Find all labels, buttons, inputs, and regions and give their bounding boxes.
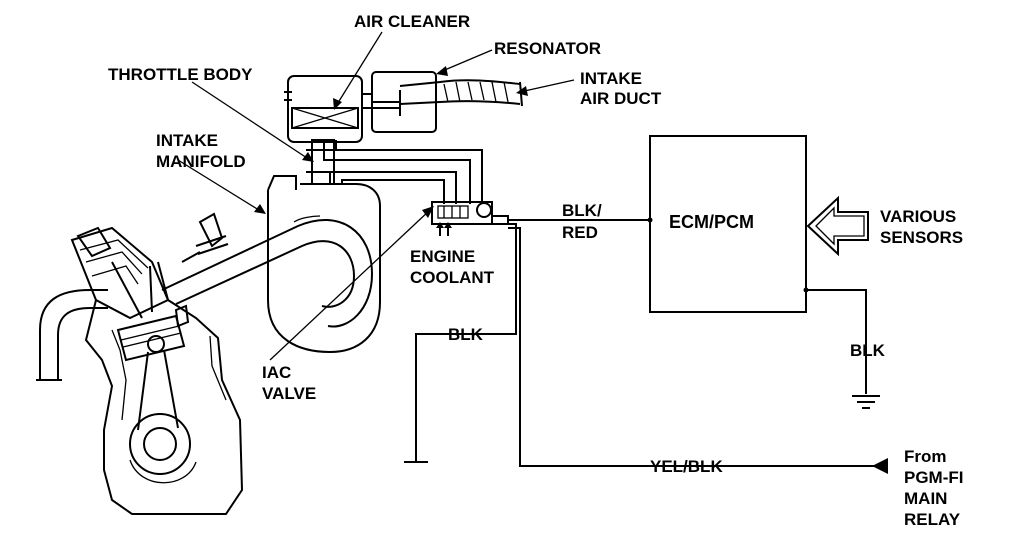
engine-coolant-label-1: ENGINE [410,247,475,266]
engine-coolant-label-2: COOLANT [410,268,495,287]
ground-symbol [852,395,880,409]
various-sensors-label-2: SENSORS [880,228,963,247]
air-cleaner-label: AIR CLEANER [354,12,470,31]
wiring [404,217,888,474]
from-relay-label-4: RELAY [904,510,961,529]
leader-lines [177,31,575,361]
intake-manifold-label-1: INTAKE [156,131,218,150]
yel-blk-wire-label: YEL/BLK [650,457,723,476]
from-relay-label-1: From [904,447,947,466]
bypass-hoses [323,140,483,204]
blk-red-wire-label-1: BLK/ [562,201,602,220]
air-cleaner [284,75,363,143]
resonator-label: RESONATOR [494,39,601,58]
fuel-injector [181,212,229,263]
blk-red-wire-label-2: RED [562,223,598,242]
throttle-body-label: THROTTLE BODY [108,65,253,84]
iac-valve-label-2: VALVE [262,384,316,403]
crankshaft [129,413,197,484]
blk-wire-label-left: BLK [448,325,484,344]
iac-valve [431,201,509,236]
piston [116,314,186,362]
sensors-input-arrow [806,195,869,257]
intake-manifold [161,175,381,354]
intake-air-duct-label-1: INTAKE [580,69,642,88]
iac-valve-label-1: IAC [262,363,291,382]
ecm-pcm-box: ECM/PCM [649,135,807,313]
engine-block [36,212,244,515]
from-relay-label-2: PGM-FI [904,468,964,487]
intake-air-duct-label-2: AIR DUCT [580,89,662,108]
intake-air-duct [399,79,523,107]
connecting-rod [137,349,179,431]
from-relay-label-3: MAIN [904,489,947,508]
various-sensors-label-1: VARIOUS [880,207,956,226]
ecm-pcm-label: ECM/PCM [669,212,754,232]
labels: AIR CLEANER RESONATOR INTAKE AIR DUCT TH… [108,12,964,529]
blk-wire-label-right: BLK [850,341,886,360]
intake-manifold-label-2: MANIFOLD [156,152,246,171]
